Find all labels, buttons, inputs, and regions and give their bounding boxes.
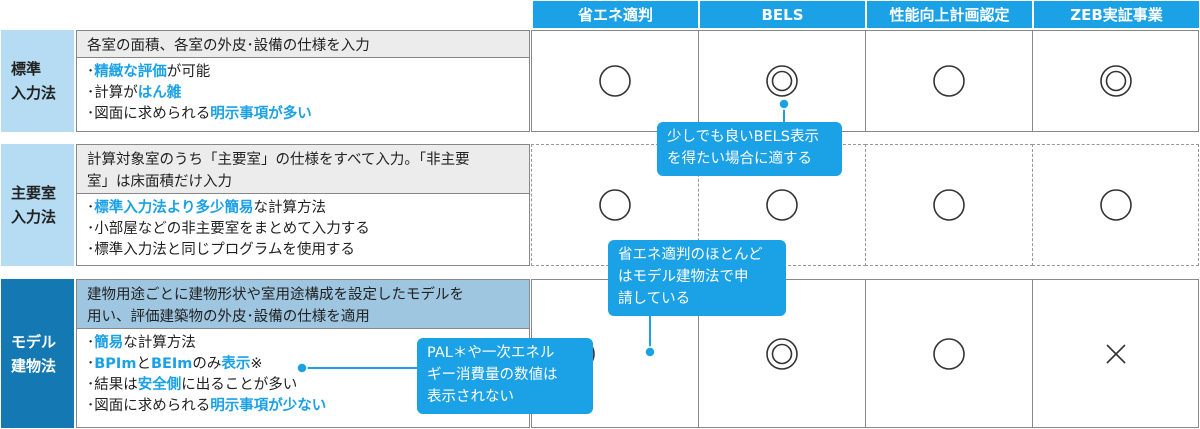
col-header-zeb: ZEB実証事業: [1034, 1, 1199, 28]
callout-line: 請している: [618, 291, 691, 307]
feature-text: ･結果は: [87, 377, 138, 393]
mark-cell: [865, 279, 1033, 428]
row-label-main-room: 主要室入力法: [1, 144, 74, 266]
feature-line: ･図面に求められる明示事項が少ない: [87, 396, 519, 417]
cross-mark: [1105, 343, 1126, 364]
row-label-line: 主要室: [11, 184, 57, 202]
mark-cell: [1032, 30, 1199, 132]
highlight-text: 精緻な評価: [94, 64, 167, 80]
highlight-text: 明示事項が少ない: [210, 398, 327, 414]
feature-text: ･計算が: [87, 85, 138, 101]
highlight-text: 表示: [221, 356, 251, 372]
circle-mark: [1099, 189, 1132, 221]
feature-line: ･簡易な計算方法: [87, 333, 519, 354]
callout-line: はモデル建物法で申: [618, 269, 749, 285]
mark-cell: [1032, 279, 1199, 428]
col-header-tekihan: 省エネ適判: [533, 1, 698, 28]
row-summary-standard: 各室の面積、各室の外皮･設備の仕様を入力: [76, 30, 530, 58]
feature-text: ･小部屋などの非主要室をまとめて入力する: [87, 221, 370, 237]
feature-line: ･結果は安全側に出ることが多い: [87, 375, 519, 396]
feature-text: ･: [87, 335, 95, 351]
mark-cell: [1032, 144, 1199, 266]
callout-line: ギー消費量の数値は: [427, 367, 558, 383]
feature-text: ･図面に求められる: [87, 398, 211, 414]
summary-line: 建物用途ごとに建物形状や室用途構成を設定したモデルを: [87, 287, 464, 303]
feature-line: ･図面に求められる明示事項が多い: [87, 104, 519, 125]
highlight-text: はん雑: [137, 85, 182, 101]
callout-line: PAL＊や一次エネル: [427, 345, 555, 361]
feature-text: な計算方法: [253, 200, 326, 216]
feature-text: ※: [250, 356, 263, 372]
summary-line: 用い、評価建築物の外皮･設備の仕様を適用: [87, 309, 370, 325]
callout-line: 省エネ適判のほとんど: [618, 247, 763, 263]
col-header-kouzyou: 性能向上計画認定: [867, 1, 1032, 28]
callout-tekihan: 省エネ適判のほとんど はモデル建物法で申 請している: [608, 240, 786, 316]
feature-text: と: [136, 356, 151, 372]
row-features-main-room: ･標準入力法より多少簡易な計算方法 ･小部屋などの非主要室をまとめて入力する ･標準…: [76, 194, 530, 266]
circle-mark: [766, 189, 798, 221]
mark-cell: [865, 30, 1033, 132]
feature-text: な計算方法: [123, 335, 196, 351]
callout-bels: 少しでも良いBELS表示 を得たい場合に適する: [657, 122, 842, 176]
mark-cell: [698, 30, 866, 132]
row-label-line: 建物法: [11, 356, 57, 375]
feature-text: に出ることが多い: [181, 377, 298, 393]
feature-text: ･: [87, 64, 95, 80]
col-header-bels: BELS: [700, 1, 865, 28]
feature-text: が可能: [166, 64, 211, 80]
mark-cell: [865, 144, 1033, 266]
row-features-standard: ･精緻な評価が可能･計算がはん雑･図面に求められる明示事項が多い: [76, 58, 530, 132]
row-label-line: 標準: [11, 60, 42, 78]
row-features-model: ･簡易な計算方法･BPImとBEImのみ表示※･結果は安全側に出ることが多い･図…: [76, 329, 530, 428]
highlight-text: BEIm: [150, 356, 193, 372]
highlight-text: 安全側: [137, 377, 182, 393]
feature-line: ･BPImとBEImのみ表示※: [87, 354, 519, 375]
feature-line: ･小部屋などの非主要室をまとめて入力する: [87, 219, 519, 240]
feature-text: のみ: [192, 356, 222, 372]
callout-pal: PAL＊や一次エネル ギー消費量の数値は 表示されない: [417, 338, 593, 414]
circle-mark: [599, 65, 631, 97]
callout-line: を得たい場合に適する: [667, 151, 812, 167]
row-label-line: 入力法: [11, 208, 57, 226]
highlight-text: 簡易: [94, 335, 124, 351]
row-label-line: モデル: [11, 332, 57, 351]
double-circle-mark: [766, 337, 798, 370]
summary-line: 計算対象室のうち「主要室」の仕様をすべて入力。「非主要: [87, 152, 470, 168]
summary-line: 室」は床面積だけ入力: [87, 174, 232, 190]
row-label-standard: 標準入力法: [1, 30, 74, 132]
callout-line: 表示されない: [427, 389, 514, 405]
feature-text: ･図面に求められる: [87, 106, 211, 122]
circle-mark: [599, 189, 631, 221]
highlight-text: 明示事項が多い: [210, 106, 312, 122]
mark-cell: [531, 30, 699, 132]
feature-line: ･計算がはん雑: [87, 83, 519, 104]
highlight-text: BPIm: [94, 356, 137, 372]
row-summary-main-room: 計算対象室のうち「主要室」の仕様をすべて入力。「非主要 室」は床面積だけ入力: [76, 144, 530, 194]
row-label-model: モデル建物法: [1, 279, 74, 428]
feature-line: ･精緻な評価が可能: [87, 62, 519, 83]
circle-mark: [933, 189, 965, 221]
callout-line: 少しでも良いBELS表示: [667, 129, 819, 145]
feature-text: ･: [87, 200, 95, 216]
circle-mark: [933, 337, 965, 370]
highlight-text: 標準入力法より多少簡易: [94, 200, 254, 216]
feature-text: ･標準入力法と同じプログラムを使用する: [87, 242, 355, 258]
row-summary-model: 建物用途ごとに建物形状や室用途構成を設定したモデルを 用い、評価建築物の外皮･設…: [76, 279, 530, 329]
feature-line: ･標準入力法より多少簡易な計算方法: [87, 198, 519, 219]
double-circle-mark: [766, 65, 798, 97]
summary-line: 各室の面積、各室の外皮･設備の仕様を入力: [87, 38, 370, 54]
double-circle-mark: [1099, 65, 1132, 97]
circle-mark: [933, 65, 965, 97]
row-label-line: 入力法: [11, 84, 57, 102]
feature-line: ･標準入力法と同じプログラムを使用する: [87, 240, 519, 261]
feature-text: ･: [87, 356, 95, 372]
